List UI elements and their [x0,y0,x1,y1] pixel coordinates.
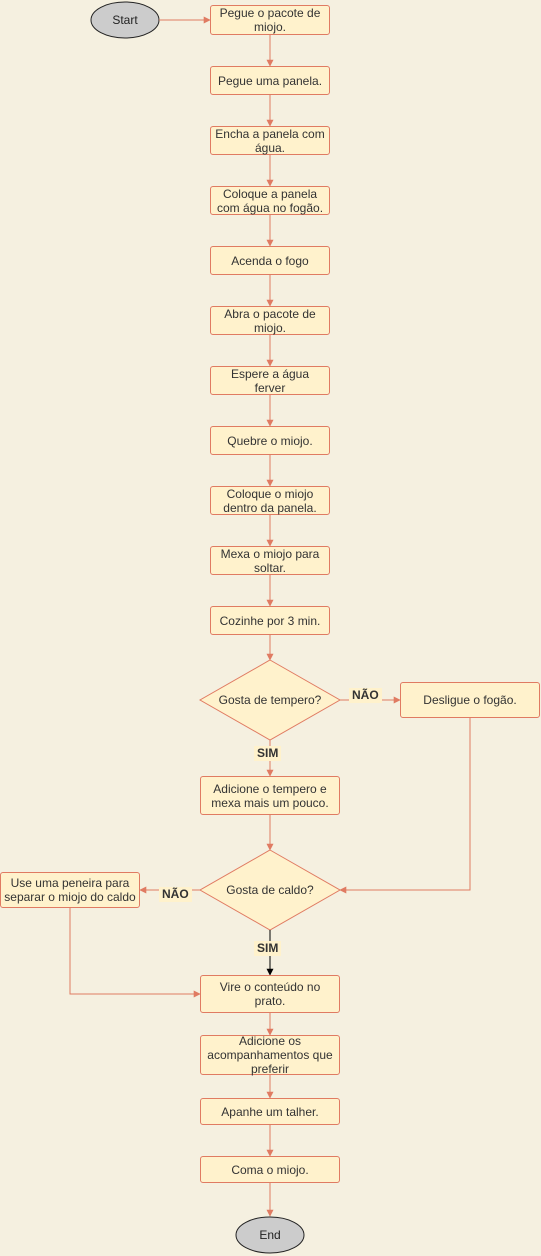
step-get-package: Pegue o pacote de miojo. [210,5,330,35]
step-turn-off-stove: Desligue o fogão. [400,682,540,718]
step-open-package: Abra o pacote de miojo. [210,306,330,335]
step-add-sides: Adicione os acompanhamentos que preferir [200,1034,340,1076]
step-cook-3-min: Cozinhe por 3 min. [210,606,330,635]
edge-label-no-seasoning: NÃO [349,688,382,703]
step-light-fire: Acenda o fogo [210,246,330,275]
edge-label-yes-broth: SIM [254,941,282,956]
step-get-pan: Pegue uma panela. [210,66,330,95]
step-stir-noodles: Mexa o miojo para soltar. [210,546,330,575]
step-pan-on-stove: Coloque a panela com água no fogão. [210,186,330,215]
step-pour-on-plate: Vire o conteúdo no prato. [200,975,340,1013]
edge-label-no-broth: NÃO [159,887,192,902]
step-add-seasoning: Adicione o tempero e mexa mais um pouco. [200,776,340,815]
end-node: End [259,1228,281,1242]
start-node: Start [112,13,138,27]
decision-broth: Gosta de caldo? [226,883,314,897]
decision-seasoning: Gosta de tempero? [218,693,322,707]
end-terminal-shape [235,1216,305,1254]
step-wait-boil: Espere a água ferver [210,366,330,395]
step-noodles-in-pan: Coloque o miojo dentro da panela. [210,486,330,515]
step-fill-pan: Encha a panela com água. [210,126,330,155]
arrow-strainer-to-plate [69,908,201,998]
step-get-utensil: Apanhe um talher. [200,1098,340,1125]
step-break-noodles: Quebre o miojo. [210,426,330,455]
edge-label-yes-seasoning: SIM [254,746,282,761]
arrow-turnoff-to-decision2 [339,718,471,894]
step-eat-noodles: Coma o miojo. [200,1156,340,1183]
step-strain-broth: Use uma peneira para separar o miojo do … [0,872,140,908]
